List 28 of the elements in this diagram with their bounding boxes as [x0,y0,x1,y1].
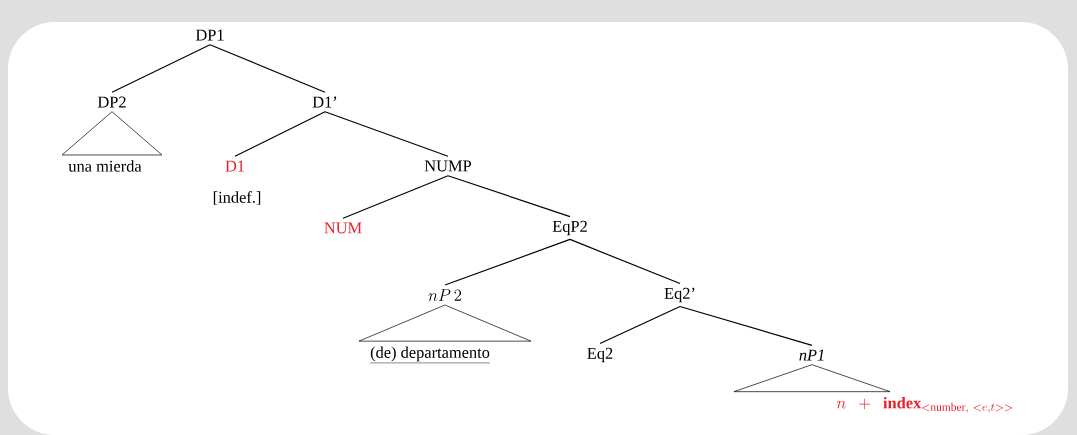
constituent-triangle [61,111,163,156]
tree-label: $nP\,2$ [428,289,462,301]
tree-label: D1’ [312,96,337,108]
tree-label: NUMP [424,160,472,172]
branch-line [599,305,681,345]
tree-label: nP1 [799,349,824,361]
branch-line [569,238,681,285]
word-label: $n\ \ +\ \ \mathrm{\mathbf{index}}_{<\mathrm{number},\ <e,t>>}$ [836,396,1013,414]
tree-label: EqP2 [552,220,587,236]
branch-line [447,175,571,218]
constituent-triangle [358,304,532,342]
tree-label: NUM [324,222,362,234]
tree-label: DP1 [195,29,224,41]
branch-line [679,305,813,346]
tree-label: DP2 [97,96,126,108]
branch-line [444,238,571,286]
branch-line [209,44,326,93]
branch-line [234,111,326,157]
branch-line [324,111,449,157]
branch-line [111,44,211,93]
feature-label: [indef.] [213,191,261,205]
branch-line [342,175,449,219]
word-label: (de) departamento [369,346,491,364]
word-label: una mierda [68,160,142,172]
tree-label: Eq2 [587,347,613,363]
tree-label: Eq2’ [664,287,695,303]
constituent-triangle [733,364,891,392]
tree-label: D1 [225,160,245,172]
